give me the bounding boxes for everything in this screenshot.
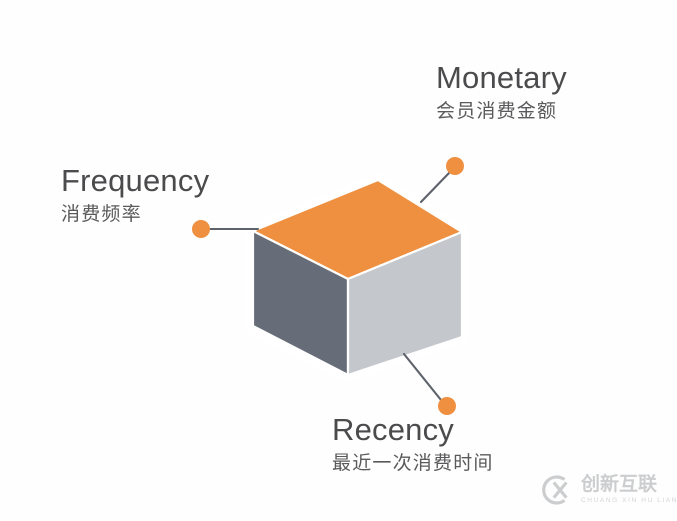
connector-line-recency <box>402 352 443 402</box>
label-recency-title: Recency <box>332 412 455 447</box>
label-recency-subtitle: 最近一次消费时间 <box>332 451 494 474</box>
connector-line-monetary <box>419 171 451 204</box>
connector-group <box>192 157 464 415</box>
circle-x-logo-icon <box>542 475 568 505</box>
cube-right-face-recency[interactable] <box>346 230 464 377</box>
label-frequency: Frequency 消费频率 <box>61 163 210 227</box>
label-frequency-subtitle: 消费频率 <box>61 202 142 225</box>
cube-group <box>244 172 470 383</box>
connector-dot-frequency[interactable] <box>192 220 210 238</box>
label-monetary-subtitle: 会员消费金额 <box>436 99 558 122</box>
label-monetary-title: Monetary <box>436 60 567 95</box>
label-monetary: Monetary 会员消费金额 <box>436 60 567 124</box>
label-frequency-title: Frequency <box>61 163 210 198</box>
watermark-text: 创新互联 CHUANG XIN HU LIAN <box>581 473 677 505</box>
connector-dot-monetary[interactable] <box>446 157 464 175</box>
label-recency: Recency 最近一次消费时间 <box>332 412 494 476</box>
watermark: 创新互联 CHUANG XIN HU LIAN <box>540 473 677 507</box>
watermark-cn: 创新互联 <box>581 473 658 496</box>
watermark-en: CHUANG XIN HU LIAN <box>581 497 677 505</box>
connector-dot-recency[interactable] <box>438 397 456 415</box>
